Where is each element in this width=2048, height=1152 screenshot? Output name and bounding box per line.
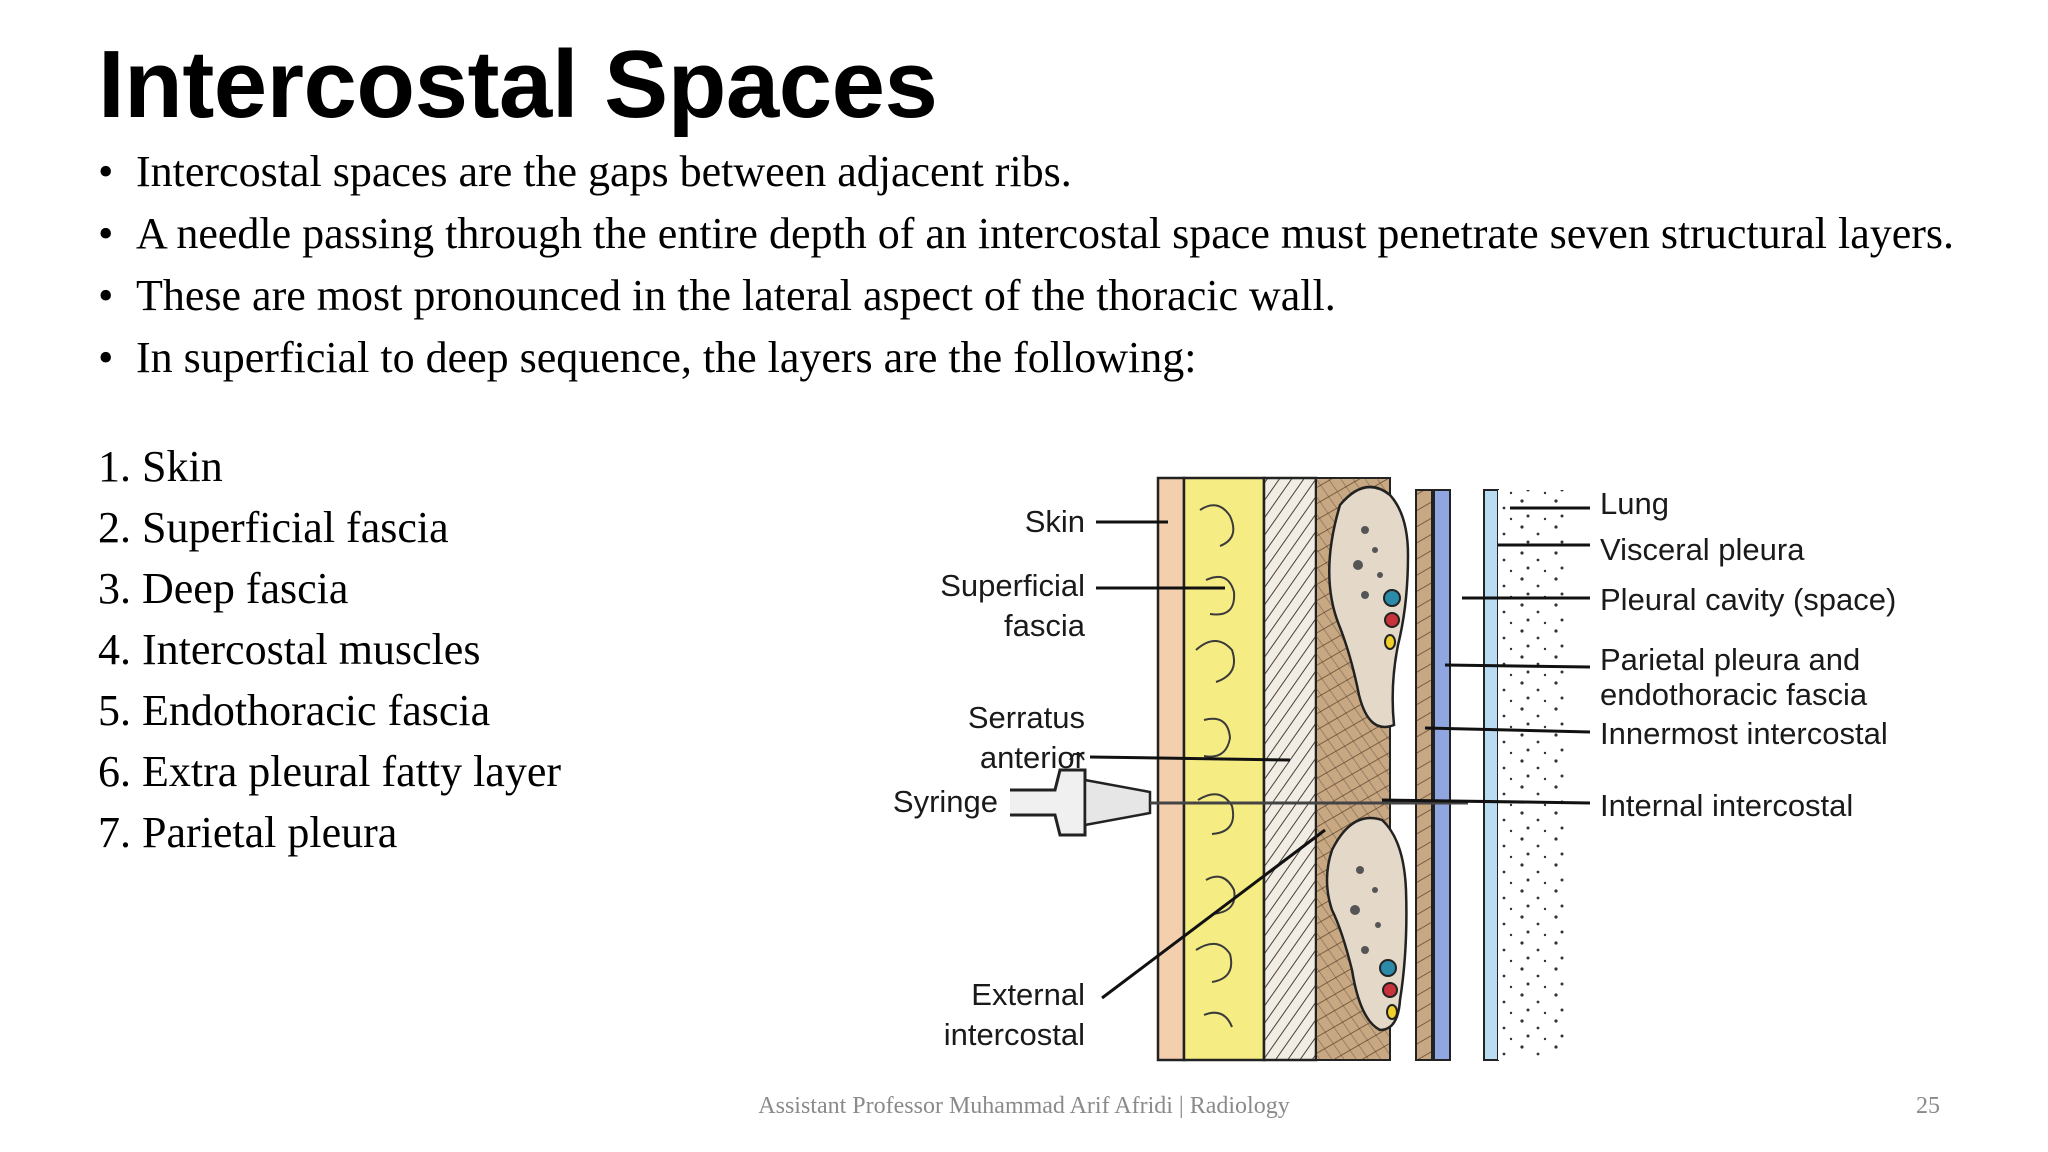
layer-item: 2. Superficial fascia xyxy=(98,503,449,552)
right-leader-lines xyxy=(1381,506,1591,805)
bullet-item: • In superficial to deep sequence, the la… xyxy=(98,333,1998,382)
label-parietal-pleura: Parietal pleura and xyxy=(1600,642,1860,677)
slide-footer: Assistant Professor Muhammad Arif Afridi… xyxy=(758,1093,1290,1119)
label-endothoracic-fascia: endothoracic fascia xyxy=(1600,677,1868,712)
nerve-icon xyxy=(1386,1004,1398,1020)
label-internal-intercostal: Internal intercostal xyxy=(1600,788,1853,823)
bullet-marker: • xyxy=(98,333,114,382)
artery-icon xyxy=(1384,612,1400,628)
layer-item: 5. Endothoracic fascia xyxy=(98,686,491,735)
bullet-text: In superficial to deep sequence, the lay… xyxy=(136,333,1197,382)
slide-title: Intercostal Spaces xyxy=(98,31,938,138)
layer-item: 4. Intercostal muscles xyxy=(98,625,481,674)
label-innermost-intercostal: Innermost intercostal xyxy=(1600,716,1888,751)
bullet-text: These are most pronounced in the lateral… xyxy=(136,271,1336,320)
fat-lobules xyxy=(1195,504,1236,1028)
label-serratus-anterior: anterior xyxy=(980,740,1085,775)
artery-icon xyxy=(1382,982,1398,998)
bullet-marker: • xyxy=(98,209,114,258)
intercostal-diagram: Skin Superficial fascia Serratus anterio… xyxy=(893,476,1896,1062)
lower-rib-texture xyxy=(1350,866,1381,954)
label-syringe: Syringe xyxy=(893,784,998,819)
layer-item: 1. Skin xyxy=(98,442,223,491)
nerve-icon xyxy=(1384,634,1396,650)
parietal-pleura-layer xyxy=(1433,489,1451,1061)
bullet-marker: • xyxy=(98,147,114,196)
lung-tissue xyxy=(1498,490,1564,1060)
bullet-list: • Intercostal spaces are the gaps between… xyxy=(98,147,1998,400)
skin-layer xyxy=(1156,476,1186,1062)
bullet-item: • A needle passing through the entire dep… xyxy=(98,209,1998,258)
left-leader-lines xyxy=(1089,520,1326,1000)
syringe-icon xyxy=(1010,753,1468,837)
layer-list: 1. Skin 2. Superficial fascia 3. Deep fa… xyxy=(98,436,561,863)
visceral-pleura-layer xyxy=(1483,489,1499,1061)
lower-rib xyxy=(1325,816,1408,1032)
layer-item: 6. Extra pleural fatty layer xyxy=(98,747,562,796)
label-serratus: Serratus xyxy=(968,700,1085,735)
innermost-intercostal-layer xyxy=(1415,489,1433,1061)
upper-rib xyxy=(1328,485,1410,729)
label-skin: Skin xyxy=(1025,504,1085,539)
bullet-marker: • xyxy=(98,271,114,320)
bullet-item: • These are most pronounced in the latera… xyxy=(98,271,1998,320)
bullet-text: A needle passing through the entire dept… xyxy=(136,209,1955,258)
vein-icon xyxy=(1379,959,1397,977)
page-number: 25 xyxy=(1916,1093,1940,1119)
bullet-item: • Intercostal spaces are the gaps between… xyxy=(98,147,1998,196)
label-superficial: Superficial xyxy=(940,568,1085,603)
layer-item: 3. Deep fascia xyxy=(98,564,349,613)
vein-icon xyxy=(1383,589,1401,607)
layer-item: 7. Parietal pleura xyxy=(98,808,398,857)
deep-fascia-layer xyxy=(1262,476,1318,1062)
label-lung: Lung xyxy=(1600,486,1669,521)
label-external-intercostal: intercostal xyxy=(944,1017,1085,1052)
label-superficial-fascia: fascia xyxy=(1004,608,1086,643)
label-pleural-cavity: Pleural cavity (space) xyxy=(1600,582,1896,617)
upper-rib-texture xyxy=(1353,526,1383,599)
label-visceral-pleura: Visceral pleura xyxy=(1600,532,1805,567)
superficial-fascia-layer xyxy=(1182,476,1266,1062)
label-external: External xyxy=(971,977,1085,1012)
bullet-text: Intercostal spaces are the gaps between … xyxy=(136,147,1072,196)
